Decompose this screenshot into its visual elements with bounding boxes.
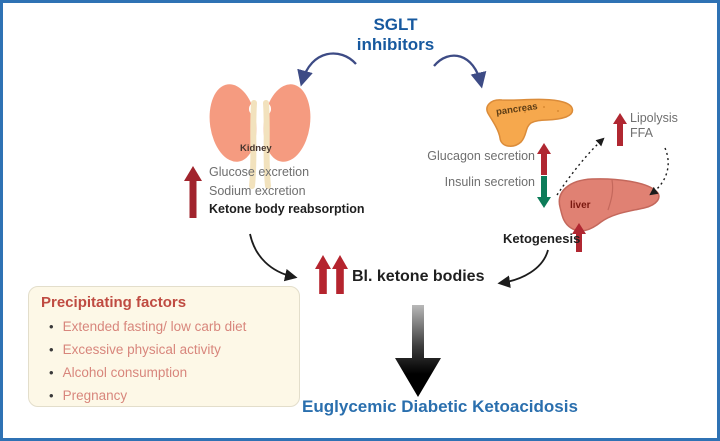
kidney-effects: Glucose excretion Sodium excretion Keton…: [209, 163, 365, 219]
kidney-label: Kidney: [240, 143, 272, 154]
ketone-reabsorption-text: Ketone body reabsorption: [209, 202, 365, 216]
bullet-icon: •: [49, 365, 54, 380]
sglt-title-line1: SGLT: [373, 15, 418, 34]
pancreas-illustration: [486, 98, 574, 147]
precipitating-item-label: Pregnancy: [62, 388, 128, 403]
bullet-icon: •: [49, 342, 54, 357]
liver-illustration: [558, 178, 660, 232]
precipitating-factors-list: • Extended fasting/ low carb diet • Exce…: [41, 315, 289, 407]
ketogenesis-text: Ketogenesis: [503, 231, 581, 246]
diagram-artwork: [184, 52, 669, 397]
lipolysis-ffa-text: Lipolysis FFA: [630, 111, 678, 141]
curved-arrow-left-icon: [297, 52, 357, 87]
kidney-to-ketone-arrow-icon: [249, 233, 298, 282]
kidney-illustration: [209, 84, 311, 189]
insulin-secretion-text: Insulin secretion: [444, 175, 535, 189]
precipitating-item-label: Extended fasting/ low carb diet: [62, 319, 247, 334]
liver-to-ketone-arrow-icon: [497, 249, 549, 288]
precipitating-factors-box: Precipitating factors • Extended fasting…: [28, 286, 300, 407]
kidney-up-arrow-icon: [184, 166, 202, 218]
sglt-title: SGLT inhibitors: [313, 15, 478, 55]
ketone-bodies-text: Bl. ketone bodies: [352, 268, 485, 285]
glucagon-up-arrow-icon: [537, 143, 551, 175]
outcome-down-arrow-icon: [395, 305, 441, 397]
precipitating-item-label: Alcohol consumption: [62, 365, 188, 380]
sodium-excretion-text: Sodium excretion: [209, 183, 306, 198]
ketone-double-up-arrow-icon: [315, 255, 348, 294]
bullet-icon: •: [49, 388, 54, 403]
ketogenesis-up-arrow-icon: [572, 223, 586, 252]
glucagon-secretion-text: Glucagon secretion: [427, 149, 535, 163]
dashed-arrow-to-liver-icon: [649, 147, 669, 196]
liver-label: liver: [570, 200, 591, 211]
precipitating-item: • Alcohol consumption: [49, 361, 289, 384]
insulin-down-arrow-icon: [537, 176, 551, 208]
precipitating-item-label: Excessive physical activity: [62, 342, 221, 357]
precipitating-factors-title: Precipitating factors: [41, 294, 187, 311]
curved-arrow-right-icon: [433, 54, 487, 89]
lipolysis-text: Lipolysis: [630, 111, 678, 125]
lipolysis-up-arrow-icon: [613, 113, 627, 146]
outcome-title: Euglycemic Diabetic Ketoacidosis: [302, 397, 578, 416]
sglt-title-line2: inhibitors: [356, 35, 435, 54]
precipitating-item: • Excessive physical activity: [49, 338, 289, 361]
precipitating-item: • Extended fasting/ low carb diet: [49, 315, 289, 338]
bullet-icon: •: [49, 319, 54, 334]
precipitating-item: • Pregnancy: [49, 384, 289, 407]
ffa-text: FFA: [630, 126, 653, 140]
glucose-excretion-text: Glucose excretion: [209, 165, 310, 179]
